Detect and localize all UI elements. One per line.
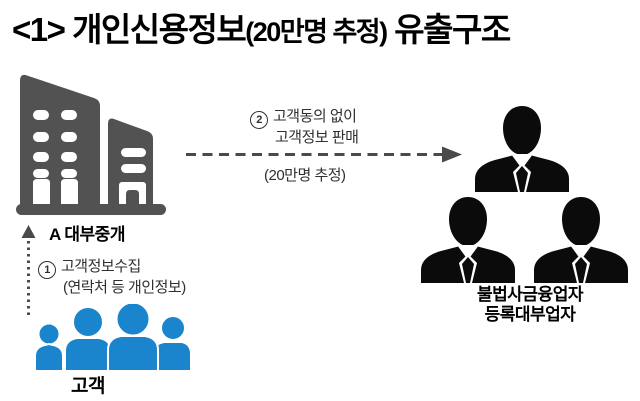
dotted-arrow-up-icon [21, 225, 36, 315]
broker-label: A 대부중개 [49, 225, 125, 244]
customers-icon [34, 304, 192, 371]
buyers-label-line2: 등록대부업자 [484, 305, 576, 324]
title-main: <1> 개인신용정보 [12, 11, 247, 48]
buyer-icon-top [475, 106, 569, 192]
title-suffix: 유출구조 [386, 11, 511, 48]
page-title: <1> 개인신용정보(20만명 추정) 유출구조 [12, 11, 511, 51]
step1-annotation: 1 고객정보수집 (연락처 등 개인정보) [38, 258, 186, 297]
customer-person-back-left [34, 322, 64, 371]
step2-number-badge: 2 [250, 111, 268, 129]
step2-line1: 고객동의 없이 [273, 108, 357, 125]
buyer-icon-bottom-right [534, 197, 628, 283]
customers-label: 고객 [71, 376, 105, 397]
step1-line1: 고객정보수집 [61, 258, 141, 275]
step2-note: (20만명 추정) [264, 167, 346, 184]
step2-annotation: 2 고객동의 없이 고객정보 판매 [250, 108, 359, 147]
step2-line2: 고객정보 판매 [275, 129, 359, 146]
dashed-arrow-right-icon [186, 146, 462, 163]
customer-person-front-right [107, 304, 159, 371]
buyer-icon-bottom-left [421, 197, 515, 283]
customer-person-front-left [64, 306, 112, 371]
buyers-label: 불법사금융업자 등록대부업자 [430, 285, 630, 325]
customer-person-back-right [152, 315, 192, 371]
step1-number-badge: 1 [38, 261, 56, 279]
building-icon [16, 74, 166, 215]
step1-line2: (연락처 등 개인정보) [63, 279, 186, 296]
title-paren: (20만명 추정) [245, 17, 388, 47]
buyers-label-line1: 불법사금융업자 [477, 285, 583, 304]
